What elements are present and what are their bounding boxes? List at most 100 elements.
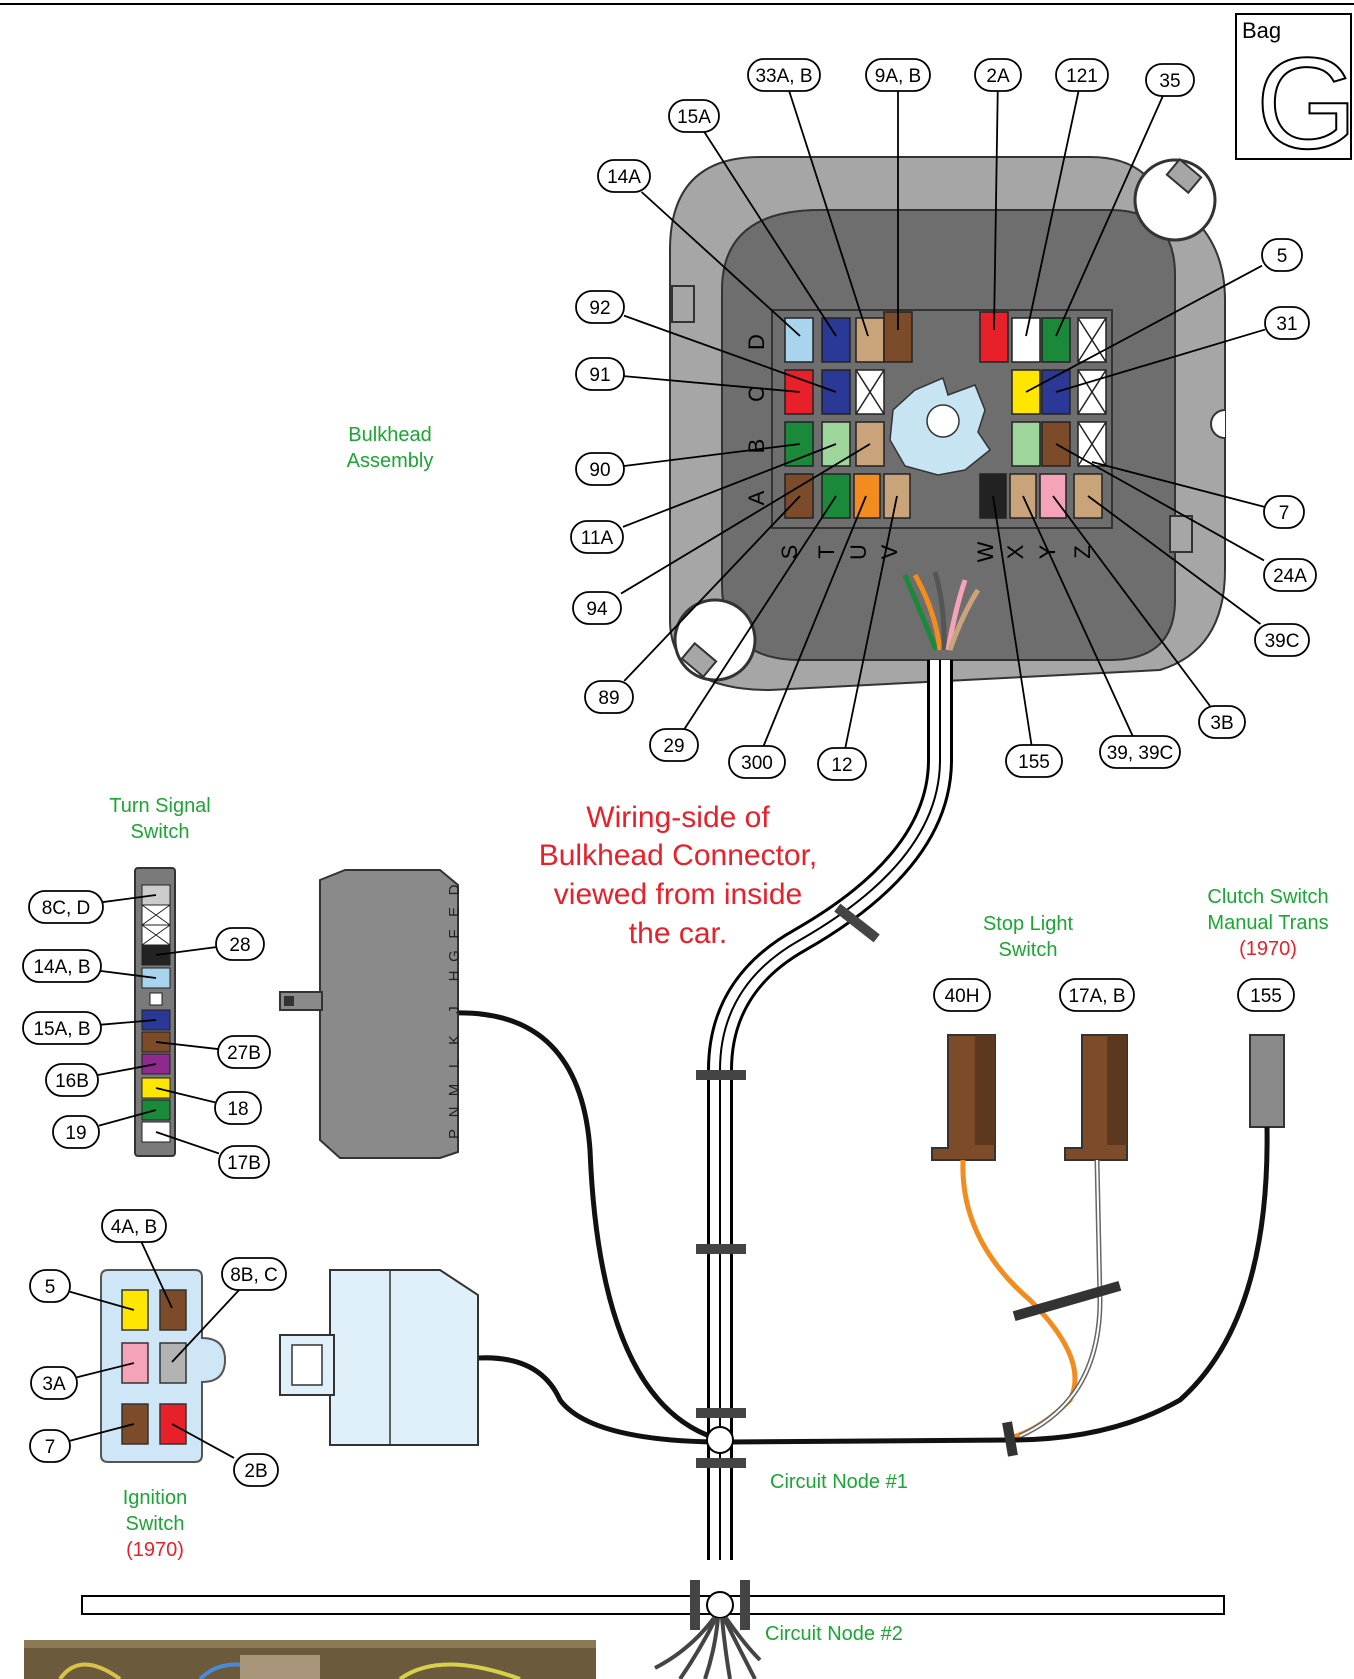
svg-text:(1970): (1970) xyxy=(126,1539,184,1561)
turn-signal-switch-label: Turn Signal Switch xyxy=(109,795,211,843)
leader-line xyxy=(703,131,837,337)
terminal xyxy=(821,317,851,363)
callout-label: 18 xyxy=(227,1099,248,1120)
callout-label: 15A, B xyxy=(33,1019,90,1040)
callout-label: 94 xyxy=(586,599,608,620)
callout-label: 2A xyxy=(986,66,1010,87)
terminal xyxy=(1011,421,1041,467)
callout: 121 xyxy=(1055,58,1109,92)
terminal-empty xyxy=(1077,317,1107,363)
callout: 3A xyxy=(30,1366,78,1400)
leader-line xyxy=(623,314,837,393)
callout-label: 9A, B xyxy=(875,66,921,87)
leader-line xyxy=(1091,461,1265,508)
svg-text:L: L xyxy=(446,1060,463,1068)
leader-line xyxy=(623,495,801,682)
svg-text:Manual Trans: Manual Trans xyxy=(1207,912,1328,934)
svg-text:Stop Light: Stop Light xyxy=(983,913,1074,935)
svg-text:Turn Signal: Turn Signal xyxy=(109,795,211,817)
callout-label: 17A, B xyxy=(1068,986,1125,1007)
callout: 3B xyxy=(1198,705,1246,739)
row-letter-a: A xyxy=(744,490,769,505)
callout: 92 xyxy=(575,290,625,324)
leader-line xyxy=(620,443,871,595)
leader-line xyxy=(100,1019,157,1026)
circuit-node-2-label: Circuit Node #2 xyxy=(765,1623,903,1645)
callout: 5 xyxy=(1261,238,1303,272)
callout-label: 300 xyxy=(741,753,773,774)
callout-label: 121 xyxy=(1066,66,1098,87)
bag-label: Bag xyxy=(1242,18,1281,43)
leader-line xyxy=(640,191,801,337)
callout-label: 2B xyxy=(244,1461,267,1482)
callout: 15A xyxy=(668,99,720,133)
callout-label: 33A, B xyxy=(755,66,812,87)
callout-label: 17B xyxy=(227,1153,261,1174)
leader-line xyxy=(1022,495,1134,737)
callout: 90 xyxy=(575,452,625,486)
bottom-bar xyxy=(81,1595,1225,1615)
callout: 33A, B xyxy=(747,58,821,92)
callout: 155 xyxy=(1237,978,1295,1012)
col-letter-u: U xyxy=(846,544,871,560)
callout-label: 15A xyxy=(677,107,711,128)
callout-label: 31 xyxy=(1276,314,1297,335)
leader-line xyxy=(993,90,999,331)
cavity-empty xyxy=(141,924,171,946)
callout-label: 155 xyxy=(1250,986,1282,1007)
callout: 7 xyxy=(29,1429,71,1463)
clutch-switch-label: Clutch Switch Manual Trans (1970) xyxy=(1207,886,1328,960)
callout: 12 xyxy=(817,747,867,781)
leader-line xyxy=(69,1423,135,1442)
circuit-node-1 xyxy=(706,1426,734,1454)
callout: 300 xyxy=(728,745,786,779)
callout-label: 11A xyxy=(581,528,614,549)
callout: 5 xyxy=(29,1269,71,1303)
svg-text:Wiring-side of: Wiring-side of xyxy=(586,801,770,834)
leader-line xyxy=(1025,264,1263,393)
leader-line xyxy=(140,1241,173,1309)
callout: 31 xyxy=(1264,306,1310,340)
svg-text:Clutch Switch: Clutch Switch xyxy=(1207,886,1328,908)
cavity xyxy=(149,992,163,1006)
callout-label: 155 xyxy=(1018,752,1050,773)
svg-text:N: N xyxy=(446,1107,463,1118)
callout: 39, 39C xyxy=(1099,735,1181,769)
svg-text:E: E xyxy=(446,907,463,917)
callout: 16B xyxy=(45,1063,99,1097)
callout-label: 90 xyxy=(589,460,610,481)
callout-label: 14A, B xyxy=(33,957,90,978)
callout: 8B, C xyxy=(221,1257,287,1291)
leader-line xyxy=(844,495,898,749)
callout-label: 5 xyxy=(1277,246,1288,267)
leader-line xyxy=(623,443,801,467)
leader-line xyxy=(622,443,837,528)
callout: 28 xyxy=(215,927,265,961)
svg-text:F: F xyxy=(446,929,463,938)
leader-line xyxy=(1055,95,1164,337)
svg-text:G: G xyxy=(446,950,463,962)
circuit-node-2 xyxy=(706,1591,734,1619)
svg-text:K: K xyxy=(446,1035,463,1045)
callout: 2A xyxy=(974,58,1022,92)
svg-text:J: J xyxy=(446,1006,463,1014)
callout-label: 92 xyxy=(589,298,610,319)
leader-line xyxy=(155,1041,219,1050)
svg-text:the car.: the car. xyxy=(629,917,727,950)
leader-line xyxy=(171,1289,240,1363)
leader-line xyxy=(76,1362,135,1379)
svg-text:Bulkhead: Bulkhead xyxy=(348,424,431,446)
row-letter-d: D xyxy=(744,334,769,350)
svg-text:M: M xyxy=(446,1084,463,1097)
leader-line xyxy=(100,970,157,979)
svg-text:Ignition: Ignition xyxy=(123,1487,188,1509)
svg-text:Switch: Switch xyxy=(999,939,1058,961)
callout-label: 7 xyxy=(1279,503,1290,524)
callout-label: 12 xyxy=(831,755,852,776)
callout: 4A, B xyxy=(101,1209,167,1243)
callout-label: 39C xyxy=(1265,631,1300,652)
svg-text:(1970): (1970) xyxy=(1239,938,1297,960)
callout-label: 4A, B xyxy=(111,1217,157,1238)
bulkhead-connector: D C B A S T U V W X Y Z xyxy=(669,156,1226,692)
